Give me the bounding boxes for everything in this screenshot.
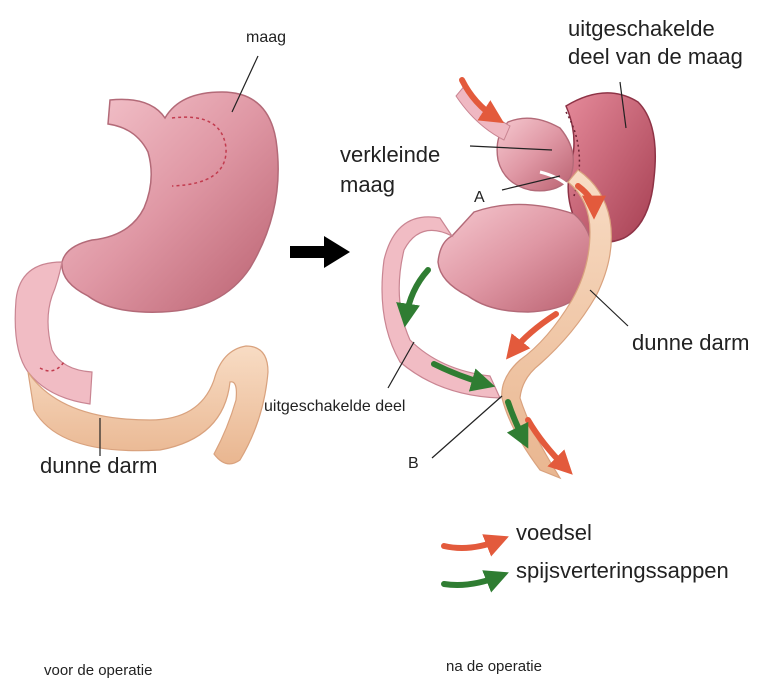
label-uitgeschakelde-maag-line2: deel van de maag — [568, 44, 743, 70]
label-point-b: B — [408, 454, 419, 473]
caption-before: voor de operatie — [44, 662, 152, 680]
label-maag: maag — [246, 28, 286, 47]
label-uitgeschakelde-maag-line1: uitgeschakelde — [568, 16, 715, 42]
legend-juice-arrow — [444, 576, 500, 585]
legend-food-label: voedsel — [516, 520, 592, 546]
transition-arrow — [290, 236, 350, 268]
label-point-a: A — [474, 188, 485, 207]
lower-stomach-after — [438, 204, 593, 312]
stomach-before — [62, 92, 278, 312]
caption-after: na de operatie — [446, 658, 542, 676]
label-verkleinde-line2: maag — [340, 172, 395, 198]
label-dunne-darm-after: dunne darm — [632, 330, 749, 356]
label-dunne-darm-before: dunne darm — [40, 453, 157, 479]
legend-food-arrow — [444, 540, 500, 548]
label-verkleinde-line1: verkleinde — [340, 142, 440, 168]
legend-juice-label: spijsverteringssappen — [516, 558, 729, 584]
label-uitgeschakelde-deel: uitgeschakelde deel — [264, 397, 405, 416]
